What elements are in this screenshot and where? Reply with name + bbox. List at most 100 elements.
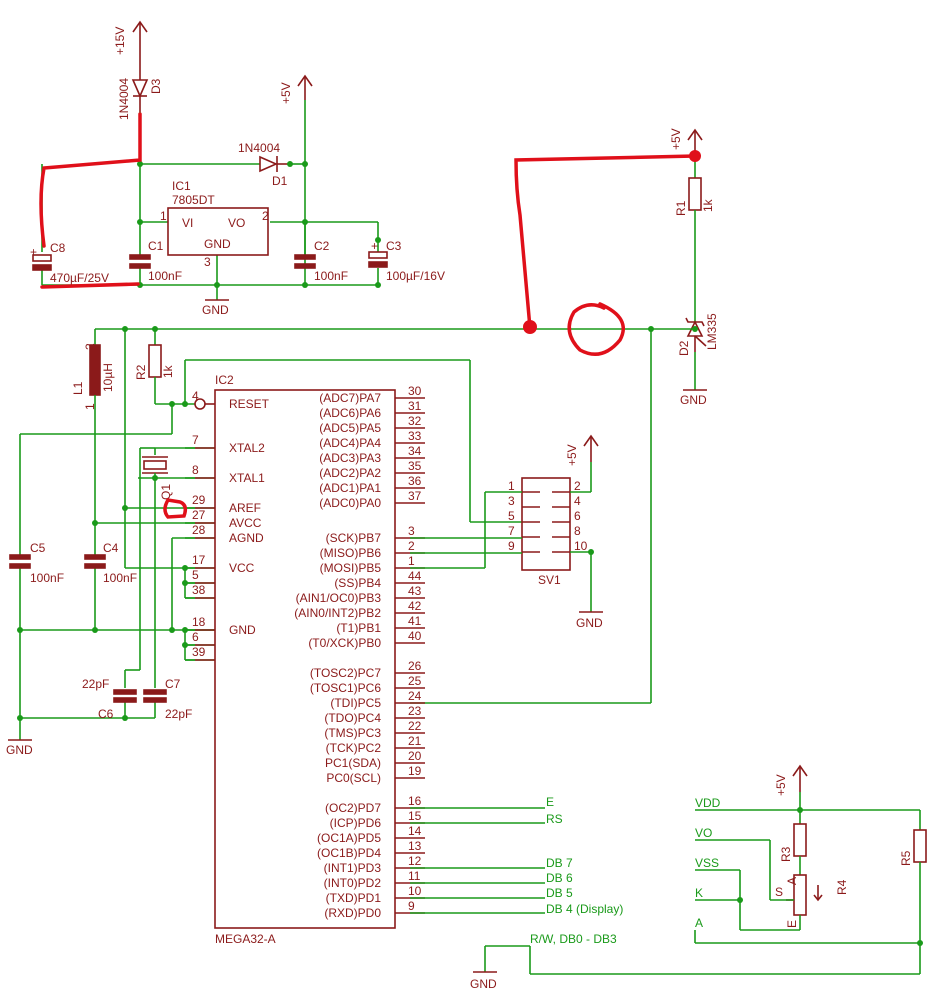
r1-value: 1k: [701, 198, 715, 212]
capacitor-c7: C7 22pF: [143, 677, 192, 721]
sv1-pin-num: 6: [574, 509, 581, 523]
ic2-right-pin: 26(TOSC2)PC7: [310, 659, 425, 680]
capacitor-c1: C1 100nF: [129, 239, 182, 283]
net-k: K: [695, 886, 703, 900]
gnd-d2-label: GND: [680, 393, 707, 407]
l1-pin1: 1: [83, 403, 97, 410]
net-db6: DB 6: [546, 871, 573, 885]
ic2-right-pin-label: (TMS)PC3: [324, 726, 381, 740]
ic2-left-pin-label: AVCC: [229, 516, 262, 530]
ic2-right-pin-label: (ADC5)PA5: [319, 421, 381, 435]
ic2-left-pin-num: 18: [192, 615, 206, 629]
gnd-bottom-label: GND: [470, 977, 497, 991]
ic2-right-pin-num: 21: [408, 734, 422, 748]
ic2-right-pin-label: (RXD)PD0: [324, 906, 381, 920]
sv1-pin-num: 3: [508, 494, 515, 508]
ic2-right-pin-label: (MOSI)PB5: [320, 561, 382, 575]
ic2-right-pin: 34(ADC3)PA3: [319, 444, 425, 465]
ic2-left-pin-num: 5: [192, 568, 199, 582]
c6-value: 22pF: [82, 677, 109, 691]
crystal-section: Q1 22pF C6 C7 22pF: [82, 447, 215, 721]
sv1-pin-num: 10: [574, 539, 588, 553]
capacitor-c2: C2 100nF: [294, 239, 348, 283]
ic2-name: IC2: [215, 373, 234, 387]
c5-value: 100nF: [30, 571, 64, 585]
ic2-right-pin-num: 36: [408, 474, 422, 488]
ic2-right-pin-label: (TOSC2)PC7: [310, 666, 381, 680]
sv1-pin: 3: [508, 494, 540, 508]
plus5v-top-label: +5V: [279, 82, 293, 104]
ic2-right-pin-label: (TDO)PC4: [324, 711, 381, 725]
ic2-right-pin-label: PC0(SCL): [326, 771, 381, 785]
gnd-left: GND: [6, 739, 33, 757]
c1-name: C1: [148, 239, 164, 253]
ic2-right-pin-num: 41: [408, 614, 422, 628]
ic2-right-pin-num: 43: [408, 584, 422, 598]
ic2-right-pin-num: 20: [408, 749, 422, 763]
ic2-right-pin-label: (ADC7)PA7: [319, 391, 381, 405]
sv1-pin: 6: [552, 509, 581, 523]
net-vo: VO: [695, 826, 712, 840]
ic2-right-pin: 22(TMS)PC3: [324, 719, 425, 740]
gnd-sv1: GND: [576, 611, 603, 630]
ic2-right-pin-num: 15: [408, 809, 422, 823]
r4-a: A: [785, 877, 799, 885]
r1-name: R1: [674, 200, 688, 216]
ic1-pin1: 1: [160, 209, 167, 223]
potentiometer-r4: R4 S A E: [775, 874, 849, 928]
ic2-right-pin-num: 40: [408, 629, 422, 643]
ic2-left-pin-num: 7: [192, 433, 199, 447]
ic1-gnd: GND: [204, 237, 231, 251]
ic2-right-pin-label: (ADC0)PA0: [319, 496, 381, 510]
ic2-right-pin-num: 10: [408, 884, 422, 898]
d1-value: 1N4004: [238, 141, 280, 155]
ic2-right-pin-num: 11: [408, 869, 421, 883]
d1-name: D1: [272, 174, 288, 188]
c3-name: C3: [386, 239, 402, 253]
l1-pin2: 2: [83, 343, 97, 350]
ic2-left-pin-label: GND: [229, 623, 256, 637]
ic2-left-pin-label: XTAL2: [229, 441, 265, 455]
ic2-right-pin-num: 24: [408, 689, 422, 703]
ic2-right-pin: 23(TDO)PC4: [324, 704, 425, 725]
r2-value: 1k: [161, 364, 175, 378]
ic2-right-pin: 43(AIN1/OC0)PB3: [296, 584, 425, 605]
ic2-right-pin: 40(T0/XCK)PB0: [308, 629, 425, 650]
l1-value: 10µH: [101, 363, 115, 392]
crystal-q1: Q1: [142, 456, 173, 500]
ic2-left-pin-num: 6: [192, 630, 199, 644]
ic2-right-pin-num: 34: [408, 444, 422, 458]
sv1-pin: 10: [552, 539, 588, 553]
ic2-right-pin-num: 33: [408, 429, 422, 443]
net-vss: VSS: [695, 856, 719, 870]
c4-value: 100nF: [103, 571, 137, 585]
ic2-right-pin: 14(OC1A)PD5: [317, 824, 425, 845]
sv1-pin-num: 5: [508, 509, 515, 523]
sv1-pin-num: 7: [508, 524, 515, 538]
ic2-left-pin-label: VCC: [229, 561, 255, 575]
sv1-pin-num: 2: [574, 479, 581, 493]
ic2-right-pin: 30(ADC7)PA7: [319, 384, 425, 405]
sv1-pin-num: 8: [574, 524, 581, 538]
ic2-right-pin-num: 16: [408, 794, 422, 808]
d2-name: D2: [677, 340, 691, 356]
c8-plus: +: [30, 245, 37, 259]
filter-section: L1 10µH 2 1 R2 1k C5 100nF: [6, 329, 522, 757]
ic2-left-pin-num: 17: [192, 553, 206, 567]
ic2-right-pin-num: 2: [408, 539, 415, 553]
ic2-right-pin-num: 37: [408, 489, 422, 503]
ic2-right-pin-label: (ICP)PD6: [330, 816, 382, 830]
ic2-left-pin-num: 4: [192, 389, 199, 403]
capacitor-c4: C4 100nF: [84, 541, 137, 585]
d2-value: LM335: [705, 313, 719, 350]
ic2-right-pin-label: (ADC2)PA2: [319, 466, 381, 480]
ic2-right-pin: 35(ADC2)PA2: [319, 459, 425, 480]
plus5v-supply-top: +5V: [279, 74, 313, 104]
net-a: A: [695, 916, 703, 930]
l1-name: L1: [71, 381, 85, 395]
